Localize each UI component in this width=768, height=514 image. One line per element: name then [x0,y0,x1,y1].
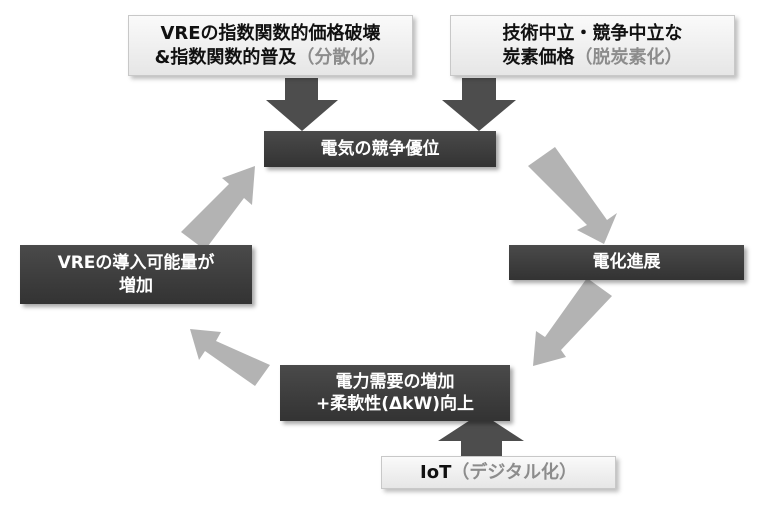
electrification-box: 電化進展 [509,245,744,280]
vre-input-line2-main: &指数関数的普及 [154,46,297,68]
arrow-down-from-vre [266,78,338,131]
electrification-label: 電化進展 [592,252,661,273]
electricity-advantage-box: 電気の競争優位 [264,131,496,167]
iot-input-note: （デジタル化） [451,461,577,483]
electricity-advantage-label: 電気の競争優位 [320,138,440,159]
vre-price-input-box: VREの指数関数的価格破壊 &指数関数的普及（分散化） [128,15,413,76]
arrow-top-to-right [528,147,617,244]
iot-input-line: IoT（デジタル化） [420,461,577,484]
arrow-up-from-iot [438,413,524,456]
arrow-down-from-carbon [442,78,516,131]
carbon-price-input-box: 技術中立・競争中立な 炭素価格（脱炭素化） [450,15,735,76]
arrow-left-to-top [181,166,255,250]
arrow-right-to-bottom [533,278,612,366]
demand-increase-line2: +柔軟性(ΔkW)向上 [316,394,474,414]
demand-increase-box: 電力需要の増加 +柔軟性(ΔkW)向上 [280,365,510,421]
vre-input-line1: VREの指数関数的価格破壊 [160,23,381,45]
iot-input-main: IoT [420,461,452,483]
carbon-input-line1: 技術中立・競争中立な [502,23,683,45]
vre-input-line2: &指数関数的普及（分散化） [155,46,387,69]
vre-capacity-line2: 増加 [119,275,153,296]
vre-capacity-line1: VREの導入可能量が [57,253,215,274]
carbon-input-note: （脱炭素化） [574,46,683,68]
vre-capacity-box: VREの導入可能量が 増加 [20,245,252,304]
carbon-input-line2-main: 炭素価格 [502,46,575,68]
vre-input-note: （分散化） [296,46,387,68]
arrow-bottom-to-left [190,329,270,386]
iot-input-box: IoT（デジタル化） [381,456,616,489]
carbon-input-line2: 炭素価格（脱炭素化） [503,46,683,69]
demand-increase-line1: 電力需要の増加 [335,371,455,392]
